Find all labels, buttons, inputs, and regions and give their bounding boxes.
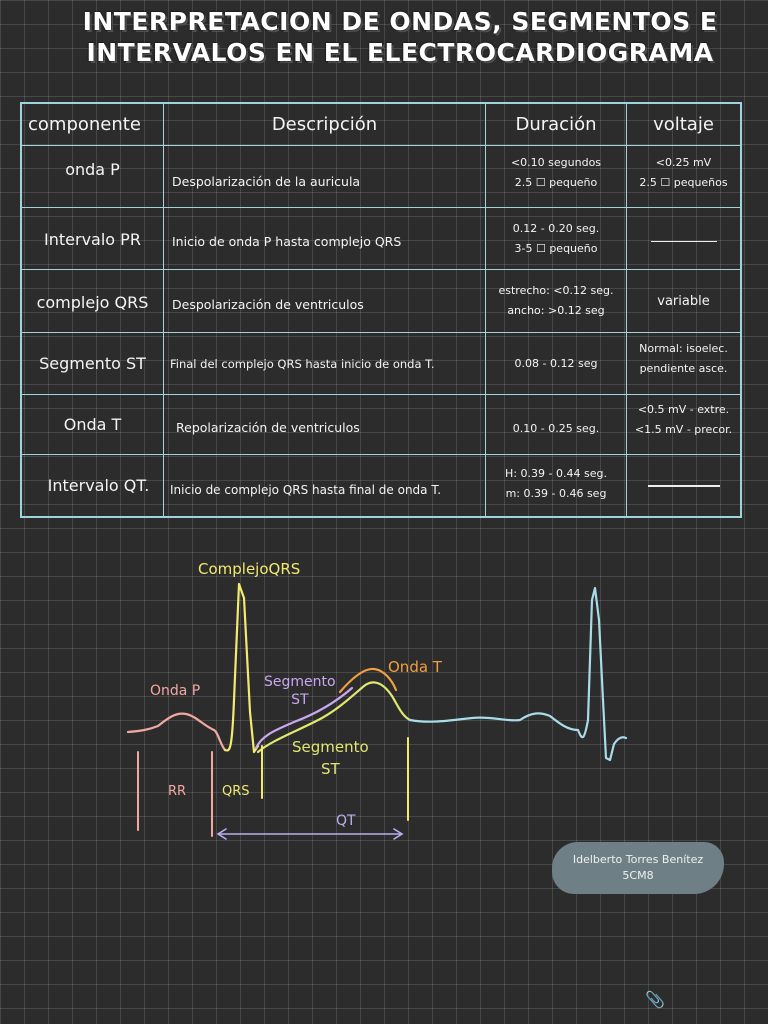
qrs-trace [223,582,260,754]
author-credit: Idelberto Torres Benítez 5CM8 [552,842,724,894]
row-0-voltaje-1: <0.25 mV [655,155,712,169]
row-3-voltaje-2: pendiente asce. [639,361,728,375]
p-wave-trace [126,712,227,752]
row-0-descripcion: Despolarización de la auricula [172,174,361,189]
author-name: Idelberto Torres Benítez [572,853,704,866]
qt-arrow-left-head [216,828,227,840]
header-descripcion: Descripción [271,114,378,135]
paperclip-icon: 📎 [645,990,665,1009]
row-5-duracion-2: m: 0.39 - 0.46 seg [505,486,607,500]
page-title: INTERPRETACION DE ONDAS, SEGMENTOS E INT… [60,6,740,68]
row-0-duracion-1: <0.10 segundos [510,155,602,169]
row-1-duracion-1: 0.12 - 0.20 seg. [512,221,600,235]
t-wave-trace [338,667,398,694]
row-0-voltaje: <0.25 mV 2.5 ☐ pequeños [627,146,740,207]
ecg-table: componente Descripción Duración voltaje … [20,102,742,518]
row-5-componente: Intervalo QT. [47,476,150,495]
label-segmento-st-upper: Segmento ST [264,673,336,709]
row-1-voltaje-dash [650,241,717,242]
baseline-trace [408,586,628,762]
author-group: 5CM8 [622,869,654,882]
row-2-duracion: estrecho: <0.12 seg. ancho: >0.12 seg [486,270,626,332]
row-1-descripcion: Inicio de onda P hasta complejo QRS [172,234,402,249]
row-3-duracion: 0.08 - 0.12 seg [486,333,626,394]
header-voltaje: voltaje [653,114,714,135]
row-5-voltaje-dash [647,484,720,487]
row-4-componente: Onda T [63,415,122,434]
label-qrs: QRS [222,784,250,799]
row-5-duracion: H: 0.39 - 0.44 seg. m: 0.39 - 0.46 seg [486,455,626,516]
row-2-duracion-2: ancho: >0.12 seg [507,304,605,317]
row-1-duracion: 0.12 - 0.20 seg. 3-5 ☐ pequeño [486,208,626,269]
row-3-voltaje-1: Normal: isoelec. [639,341,728,355]
row-0-componente: onda P [65,160,120,179]
label-segmento-st-lower-1: Segmento [292,738,369,756]
row-0-voltaje-2: 2.5 ☐ pequeños [639,175,728,189]
row-2-descripcion: Despolarización de ventriculos [172,296,364,312]
row-1-duracion-2: 3-5 ☐ pequeño [514,241,598,255]
label-rr: RR [168,784,187,799]
row-2-voltaje: variable [657,293,710,309]
label-segmento-st-lower: Segmento ST [292,736,369,780]
row-3-componente: Segmento ST [39,354,146,373]
label-onda-p: Onda P [150,683,201,699]
row-4-voltaje: <0.5 mV - extre. <1.5 mV - precor. [627,395,740,454]
header-duracion: Duración [515,114,597,135]
row-5-voltaje [627,455,740,516]
row-5-duracion-1: H: 0.39 - 0.44 seg. [505,466,607,480]
header-componente: componente [28,114,141,135]
title-line-2: INTERVALOS EN EL ELECTROCARDIOGRAMA [86,38,714,67]
qt-arrow-right-head [393,828,404,840]
row-3-voltaje: Normal: isoelec. pendiente asce. [627,333,740,394]
label-complejo-qrs: ComplejoQRS [198,560,301,578]
row-4-voltaje-1: <0.5 mV - extre. [637,402,730,416]
row-5-descripcion: Inicio de complejo QRS hasta final de on… [170,482,442,497]
title-line-1: INTERPRETACION DE ONDAS, SEGMENTOS E [82,7,718,36]
row-3-duracion-1: 0.08 - 0.12 seg [514,356,598,370]
st-upper-trace [254,686,354,750]
label-onda-t: Onda T [388,658,442,676]
label-segmento-st-upper-2: ST [291,692,309,708]
row-3-descripcion: Final del complejo QRS hasta inicio de o… [170,356,435,371]
row-1-componente: Intervalo PR [44,230,141,249]
label-segmento-st-upper-1: Segmento [264,674,336,690]
row-2-duracion-1: estrecho: <0.12 seg. [498,284,614,297]
label-qt: QT [336,813,356,829]
st-lower-trace [256,681,412,754]
row-4-voltaje-2: <1.5 mV - precor. [634,422,733,436]
row-0-duracion: <0.10 segundos 2.5 ☐ pequeño [486,146,626,207]
row-4-duracion-1: 0.10 - 0.25 seg. [512,421,600,435]
row-4-descripcion: Repolarización de ventriculos [176,420,360,435]
ecg-diagram [126,582,628,840]
row-2-componente: complejo QRS [36,292,149,312]
row-4-duracion: 0.10 - 0.25 seg. [486,395,626,454]
label-segmento-st-lower-2: ST [321,760,340,778]
row-0-duracion-2: 2.5 ☐ pequeño [514,175,598,189]
row-1-voltaje [627,208,740,269]
